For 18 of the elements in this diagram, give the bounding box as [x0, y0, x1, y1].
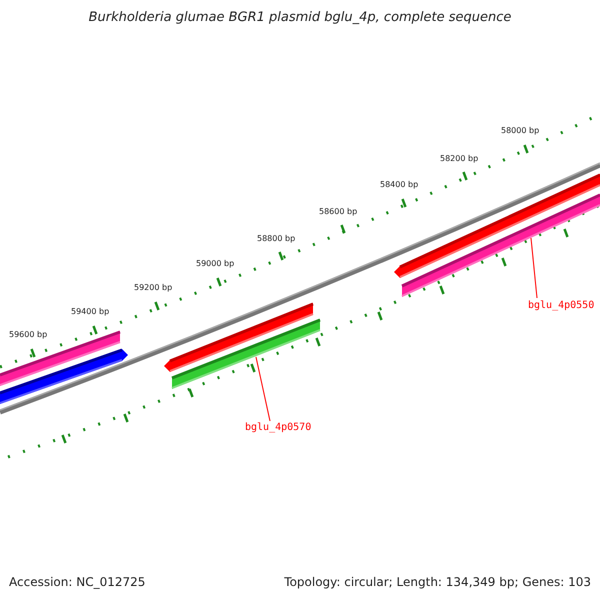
sequence-summary: Topology: circular; Length: 134,349 bp; Genes: 103 — [284, 575, 591, 589]
gene-label: bglu_4p0570 — [245, 422, 312, 433]
leader-line — [530, 238, 538, 298]
diagram-title: Burkholderia glumae BGR1 plasmid bglu_4p, complete sequence — [88, 10, 512, 25]
scale-tick-label: 58600 bp — [319, 207, 358, 216]
gene-bar — [401, 194, 600, 297]
gene-bar — [171, 318, 321, 389]
leader-line — [256, 356, 270, 422]
scale-tick-label: 59000 bp — [196, 259, 234, 268]
scale-tick-label: 58000 bp — [501, 126, 540, 135]
scale-tick-label: 59600 bp — [9, 330, 48, 339]
accession-note: Accession: NC_012725 — [9, 575, 146, 589]
gene-label: bglu_4p0550 — [528, 300, 594, 311]
scale-tick-label: 58400 bp — [380, 180, 418, 189]
scale-tick-label: 58200 bp — [440, 154, 478, 163]
scale-tick-label: 59400 bp — [71, 307, 110, 316]
scale-tick-label: 58800 bp — [257, 234, 296, 243]
scale-tick-label: 59200 bp — [134, 283, 172, 292]
